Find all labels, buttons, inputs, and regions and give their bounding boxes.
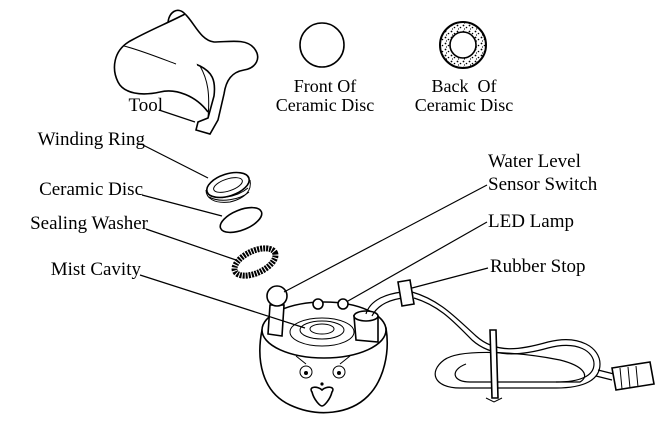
front-disc-label-line2: Ceramic Disc [276, 95, 374, 115]
tool-label: Tool [128, 95, 163, 116]
winding-ring-leader [142, 144, 209, 179]
front-ceramic-disc-icon [299, 22, 345, 68]
water-sensor-label-line2: Sensor Switch [488, 174, 598, 195]
led-lamp-leader [347, 221, 488, 302]
rubber-stop-leader [411, 267, 489, 289]
winding-ring-part [205, 171, 251, 203]
tool-leader [158, 109, 196, 123]
ceramic-disc-part [219, 206, 263, 234]
power-cable [365, 279, 655, 403]
sealing-washer-part [231, 245, 279, 279]
water-sensor-label-line1: Water Level [488, 151, 581, 172]
mist-maker-body [259, 285, 388, 414]
water-sensor-leader [283, 184, 488, 293]
sealing-washer-label: Sealing Washer [30, 213, 149, 234]
ceramic-disc-label: Ceramic Disc [39, 179, 143, 200]
back-ceramic-disc-icon [439, 21, 487, 69]
back-disc-label-line1: Back Of [432, 76, 497, 96]
tool-part [113, 9, 259, 135]
back-disc-label-line2: Ceramic Disc [415, 95, 513, 115]
led-lamp-label: LED Lamp [488, 211, 574, 232]
rubber-stop-label: Rubber Stop [490, 256, 586, 277]
front-disc-label-line1: Front Of [294, 76, 357, 96]
ceramic-disc-leader [141, 194, 223, 217]
winding-ring-label: Winding Ring [38, 129, 146, 150]
mist-cavity-leader [139, 274, 306, 329]
sealing-washer-leader [145, 228, 237, 261]
mist-cavity-label: Mist Cavity [51, 259, 142, 280]
